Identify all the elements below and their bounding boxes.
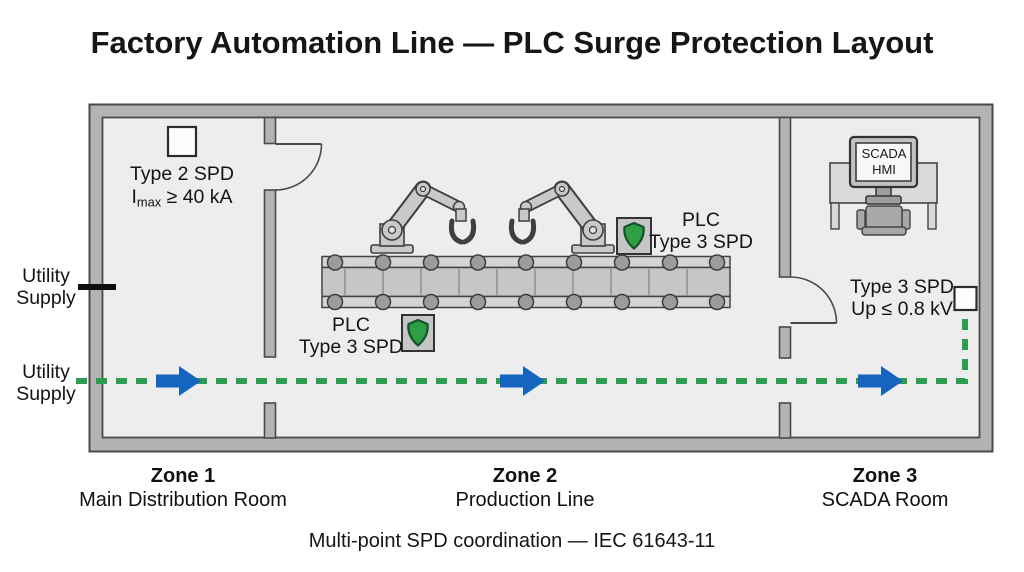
surge-path-dashed-line — [76, 311, 968, 384]
interior-wall-1 — [263, 116, 323, 439]
scada-workstation — [829, 135, 938, 236]
door-2 — [790, 276, 838, 324]
type2-spd-device — [166, 125, 198, 158]
zone3-description: SCADA Room — [821, 489, 949, 511]
type3-spd-label: Type 3 SPD Up ≤ 0.8 kV — [849, 276, 955, 320]
type3-spd-device — [953, 285, 978, 312]
zone3-caption: Zone 3 SCADA Room — [822, 464, 949, 512]
type2-spd-label-line1: Type 2 SPD — [129, 163, 235, 185]
utility-service-line — [78, 284, 116, 290]
utility-supply-label-bottom: Utility Supply — [16, 361, 76, 405]
zone1-caption: Zone 1 Main Distribution Room — [79, 464, 287, 512]
interior-wall-2 — [778, 116, 838, 439]
conveyor-belt — [321, 254, 731, 311]
monitor — [848, 135, 919, 205]
plc-spd-box-left — [401, 314, 435, 352]
zone2-caption: Zone 2 Production Line — [456, 464, 595, 512]
belt-segments — [344, 269, 688, 295]
page-title: Factory Automation Line — PLC Surge Prot… — [90, 25, 934, 60]
footnote: Multi-point SPD coordination — IEC 61643… — [308, 530, 716, 552]
zone3-name: Zone 3 — [852, 465, 918, 487]
type2-spd-label: Type 2 SPD Imax ≥ 40 kA — [130, 163, 234, 214]
type2-spd-label-line2: Imax ≥ 40 kA — [131, 186, 233, 210]
zone2-name: Zone 2 — [492, 465, 558, 487]
plc-label-left: PLC Type 3 SPD — [298, 314, 404, 358]
scada-hmi-screen-label: SCADA HMI — [861, 146, 907, 177]
door-1 — [275, 143, 323, 191]
utility-supply-label-top: Utility Supply — [16, 265, 76, 309]
zone1-name: Zone 1 — [150, 465, 216, 487]
monitor-screen — [855, 142, 912, 182]
plc-spd-box-right — [616, 217, 652, 255]
chair — [856, 205, 911, 236]
zone1-description: Main Distribution Room — [79, 489, 287, 511]
plc-label-right: PLC Type 3 SPD — [648, 209, 754, 253]
zone2-description: Production Line — [455, 489, 595, 511]
